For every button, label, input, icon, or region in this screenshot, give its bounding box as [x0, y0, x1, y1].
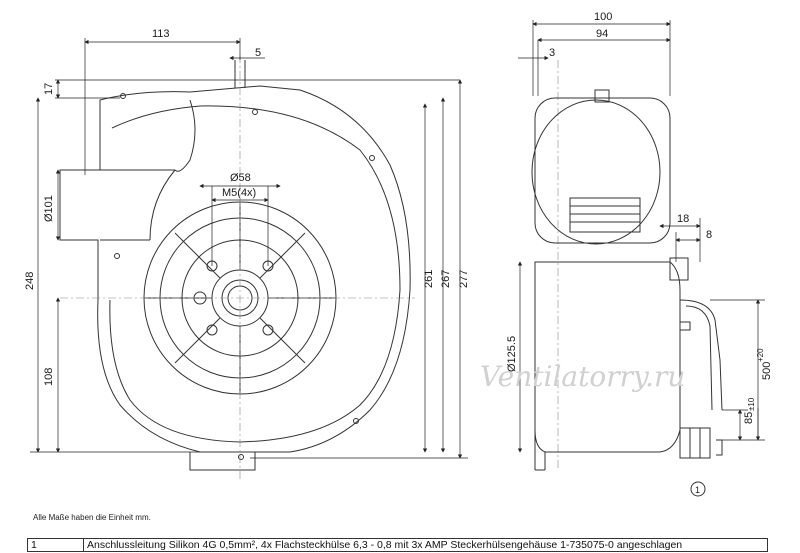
dim-500: 500 [761, 362, 773, 380]
front-view [59, 60, 411, 471]
dim-108: 108 [43, 368, 55, 386]
side-upper-body [534, 97, 671, 244]
dim-267: 267 [440, 270, 452, 288]
dim-5: 5 [255, 47, 261, 59]
legend-text: Anschlussleitung Silikon 4G 0,5mm², 4x F… [87, 539, 683, 551]
center-lines [60, 55, 559, 480]
dim-18: 18 [677, 213, 689, 225]
dim-hub-dia: Ø58 [230, 172, 251, 184]
inlet-tube [100, 169, 176, 241]
housing-inner [109, 105, 401, 443]
dim-thread: M5(4x) [222, 187, 256, 199]
dim-17: 17 [43, 83, 55, 95]
callout-circle [690, 481, 706, 497]
callout-number: 1 [695, 485, 700, 495]
dim-113: 113 [152, 28, 170, 40]
side-dimension-lines [517, 20, 765, 453]
side-inlet-ellipse [531, 99, 661, 245]
watermark: Ventilatorry.ru [480, 360, 685, 393]
dim-94: 94 [596, 28, 608, 40]
dim-8: 8 [706, 229, 712, 241]
dim-277: 277 [458, 270, 470, 288]
legend-table: 1 Anschlussleitung Silikon 4G 0,5mm², 4x… [27, 538, 768, 552]
units-note: Alle Maße haben die Einheit mm. [33, 513, 151, 522]
dim-inlet-dia: Ø101 [43, 195, 55, 222]
dim-3: 3 [549, 47, 555, 59]
housing-outline [59, 85, 411, 453]
dim-500-tol: +20 [756, 348, 765, 362]
dim-248: 248 [24, 272, 36, 290]
dim-261: 261 [423, 270, 435, 288]
front-dimension-lines [30, 38, 468, 459]
dim-outlet-dia: Ø125.5 [506, 336, 518, 372]
side-view [531, 89, 723, 471]
connector [679, 427, 711, 459]
dim-85: 85 [743, 412, 755, 424]
dim-100: 100 [594, 11, 612, 23]
legend-number: 1 [28, 539, 84, 551]
dim-85-tol: ±10 [747, 397, 756, 411]
side-lower-body [534, 261, 681, 453]
